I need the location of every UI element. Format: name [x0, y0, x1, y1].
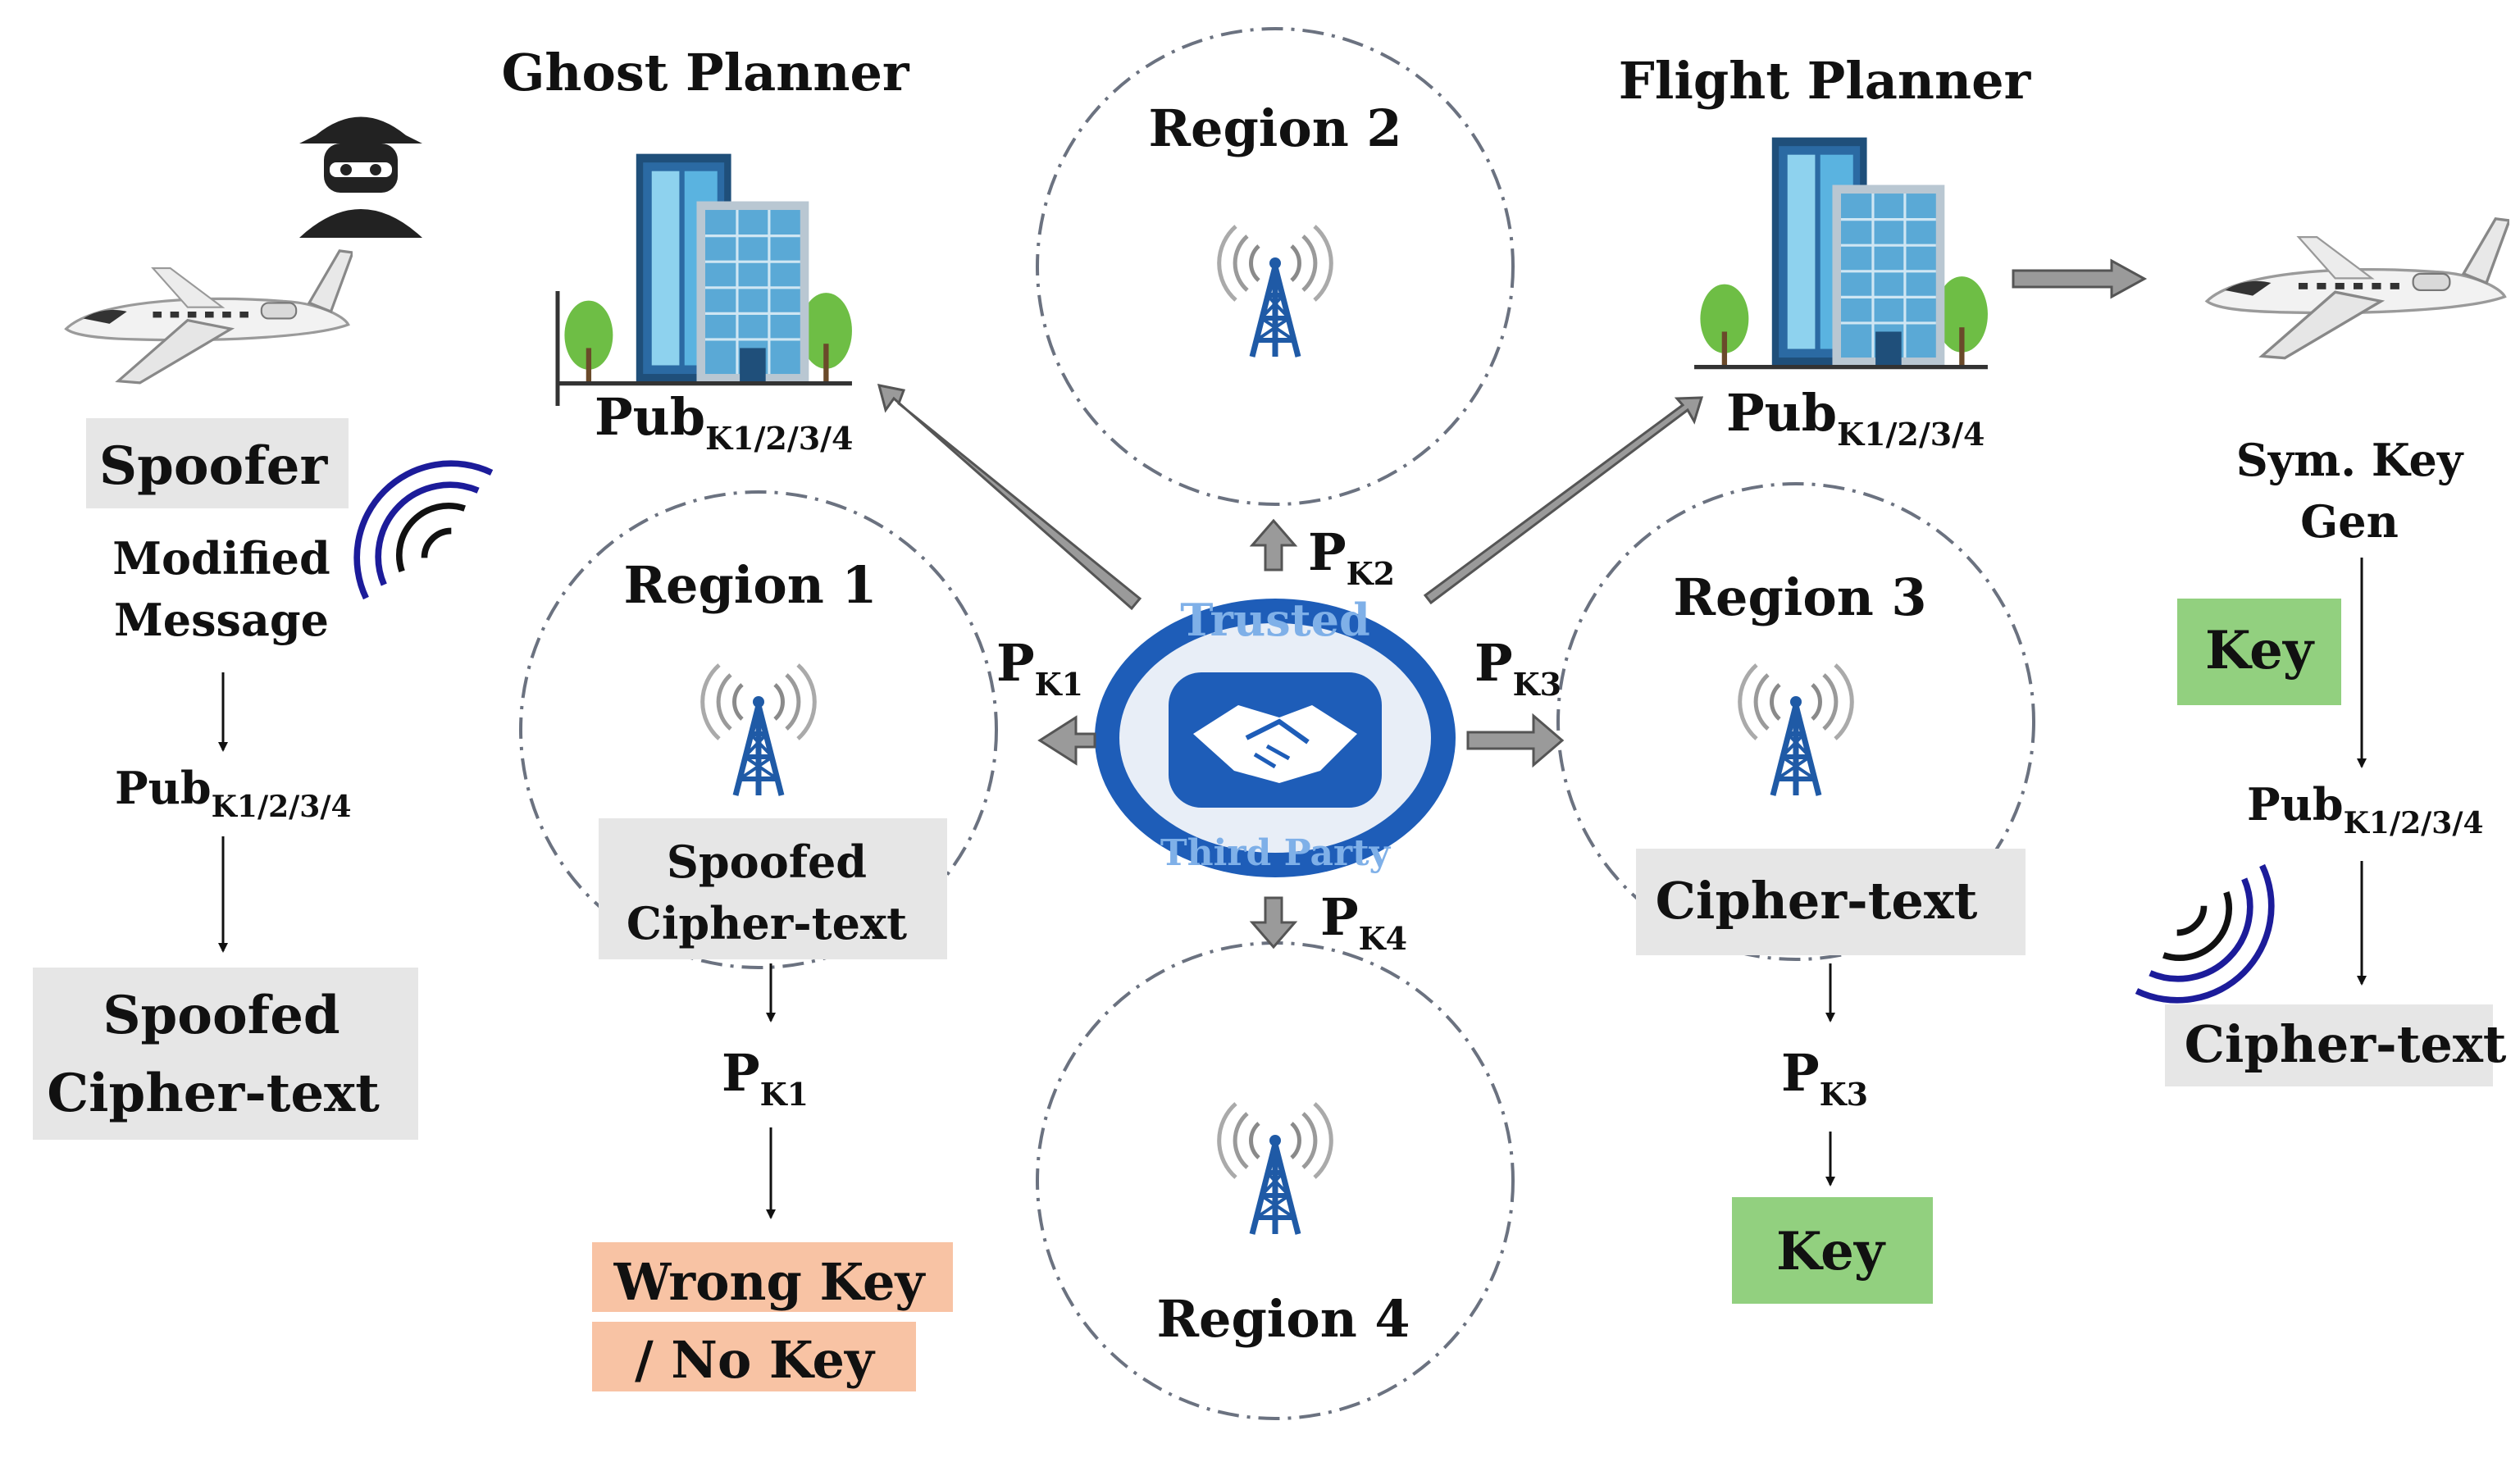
- spoofer-label: Spoofer: [99, 435, 329, 497]
- region3-ciphertext-label: Cipher-text: [1656, 871, 1978, 931]
- sym-key-line2: Gen: [2300, 495, 2399, 548]
- pk3-label: PK3: [1474, 633, 1561, 703]
- region3-ciphertext-box: [1636, 849, 2026, 955]
- business-jet-icon: [64, 249, 353, 385]
- signal-waves-icon: [357, 463, 491, 598]
- ghost-pub-label: PubK1/2/3/4: [595, 387, 854, 457]
- spoofer-pub-label: PubK1/2/3/4: [115, 762, 352, 824]
- sym-key-line1: Sym. Key: [2236, 434, 2464, 486]
- arrow-to-region1: [1037, 715, 1096, 766]
- region3-label: Region 3: [1673, 567, 1926, 627]
- radio-tower-icon: [703, 665, 815, 795]
- region1-spoofed-line1: Spoofed: [667, 836, 867, 888]
- wrong-key-line1: Wrong Key: [613, 1252, 927, 1312]
- spoofed-ciphertext-box: [33, 968, 418, 1140]
- pk2-label: PK2: [1308, 522, 1395, 592]
- business-jet-icon: [2205, 217, 2509, 360]
- spoofer-box: [86, 418, 349, 508]
- region3-circle: [1556, 482, 2035, 961]
- region3-pk3-label: PK3: [1781, 1043, 1868, 1113]
- region1-spoofed-box: [599, 818, 947, 959]
- aircraft-ciphertext-label: Cipher-text: [2185, 1014, 2507, 1074]
- handshake-icon: [1193, 705, 1357, 783]
- office-building-icon: [1694, 138, 1988, 367]
- modified-message-line1: Modified: [112, 532, 330, 585]
- ghost-planner-title: Ghost Planner: [501, 43, 909, 102]
- wrong-key-box-2: [592, 1322, 916, 1391]
- arrow-to-region4: [1249, 896, 1298, 950]
- modified-message-line2: Message: [114, 594, 329, 646]
- region1-label: Region 1: [623, 555, 877, 615]
- signal-waves-icon: [2136, 865, 2271, 1000]
- region4-label: Region 4: [1156, 1289, 1410, 1349]
- region2-label: Region 2: [1148, 98, 1401, 158]
- region2-circle: [1036, 27, 1515, 506]
- region3-key-box: [1732, 1197, 1933, 1304]
- flight-pub-label: PubK1/2/3/4: [1726, 383, 1985, 453]
- region1-pk1-label: PK1: [722, 1043, 809, 1113]
- arrow-to-region3: [1466, 713, 1565, 768]
- radio-tower-icon: [1219, 226, 1332, 357]
- hacker-icon: [299, 116, 422, 238]
- spoofed-ciphertext-line2: Cipher-text: [47, 1063, 380, 1124]
- radio-tower-icon: [1219, 1104, 1332, 1234]
- arrow-to-ghost-planner: [877, 384, 1142, 611]
- ttp-top-text: Trusted: [1180, 594, 1369, 646]
- spoofed-ciphertext-line1: Spoofed: [103, 985, 339, 1046]
- office-building-icon: [558, 154, 852, 384]
- aircraft-pub-label: PubK1/2/3/4: [2247, 778, 2484, 840]
- pk4-label: PK4: [1320, 887, 1407, 957]
- aircraft-ciphertext-box: [2165, 1004, 2493, 1086]
- wrong-key-line2: / No Key: [635, 1330, 876, 1390]
- aircraft-key-box: [2177, 599, 2341, 705]
- pk1-label: PK1: [996, 633, 1083, 703]
- arrow-to-aircraft: [2012, 258, 2148, 299]
- ttp-bottom-text: Third Party: [1160, 832, 1392, 874]
- region1-circle: [519, 490, 998, 969]
- arrow-to-flight-planner: [1423, 396, 1704, 605]
- radio-tower-icon: [1740, 665, 1852, 795]
- region3-key-label: Key: [1776, 1221, 1886, 1282]
- flight-planner-title: Flight Planner: [1619, 51, 2032, 111]
- region1-spoofed-line2: Cipher-text: [627, 897, 907, 950]
- wrong-key-box-1: [592, 1242, 953, 1312]
- aircraft-key-label: Key: [2205, 620, 2315, 681]
- arrow-to-region2: [1249, 518, 1298, 572]
